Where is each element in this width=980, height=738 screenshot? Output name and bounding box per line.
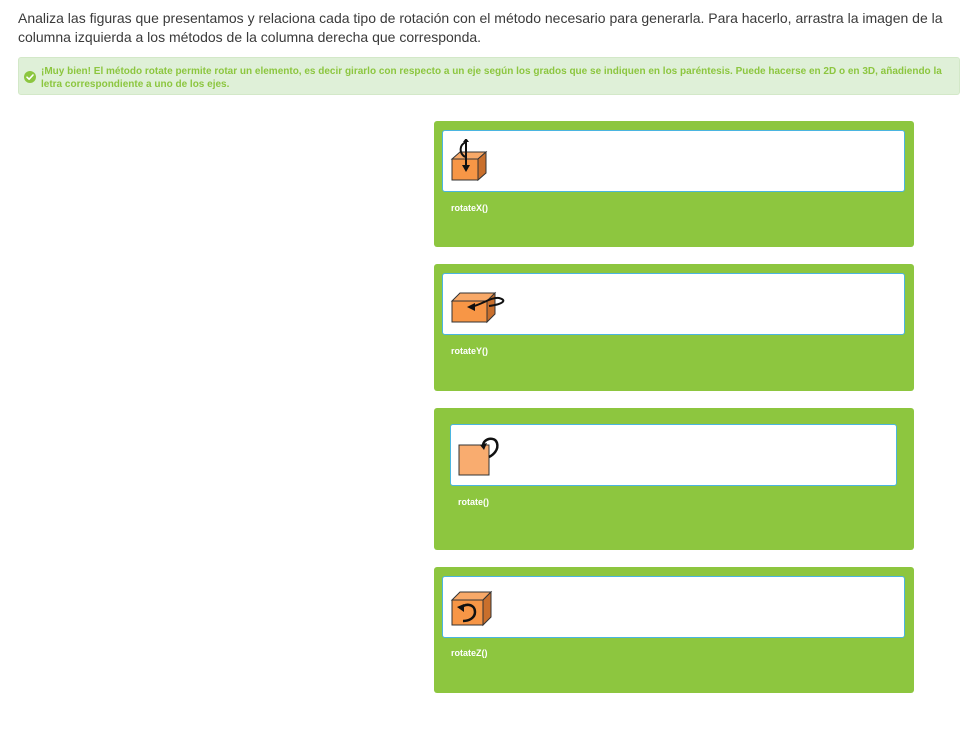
target-card-rotate: rotate() bbox=[434, 408, 914, 550]
drop-zone-rotatex[interactable] bbox=[442, 130, 905, 192]
method-label-rotatex: rotateX() bbox=[451, 203, 489, 213]
instructions-text: Analiza las figuras que presentamos y re… bbox=[18, 10, 943, 45]
check-circle-icon bbox=[24, 71, 36, 83]
feedback-message: ¡Muy bien! El método rotate permite rota… bbox=[41, 66, 942, 90]
square-rotate-icon[interactable] bbox=[457, 433, 507, 484]
cube-rotate-x-icon[interactable] bbox=[449, 138, 489, 190]
method-label-rotatey: rotateY() bbox=[451, 346, 489, 356]
drop-zone-rotatey[interactable] bbox=[442, 273, 905, 335]
cube-rotate-y-icon[interactable] bbox=[449, 282, 509, 333]
method-label-rotatez: rotateZ() bbox=[451, 648, 488, 658]
cube-rotate-z-icon[interactable] bbox=[449, 585, 493, 636]
feedback-banner: ¡Muy bien! El método rotate permite rota… bbox=[18, 57, 960, 95]
target-card-rotatey: rotateY() bbox=[434, 264, 914, 391]
target-card-rotatex: rotateX() bbox=[434, 121, 914, 247]
drop-zone-rotate[interactable] bbox=[450, 424, 897, 486]
method-label-rotate: rotate() bbox=[458, 497, 489, 507]
drop-zone-rotatez[interactable] bbox=[442, 576, 905, 638]
target-card-rotatez: rotateZ() bbox=[434, 567, 914, 693]
